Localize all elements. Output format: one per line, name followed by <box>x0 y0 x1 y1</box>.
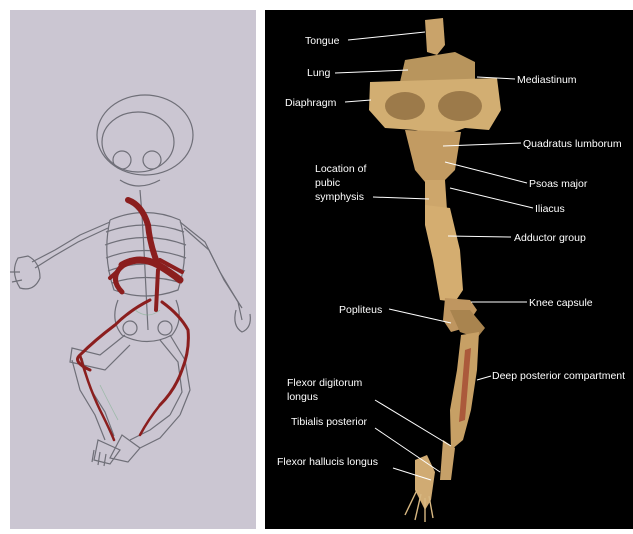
label-popliteus: Popliteus <box>339 304 382 316</box>
fetal-skeleton-figure <box>10 10 256 529</box>
label-psoas-major: Psoas major <box>529 178 588 190</box>
label-lung: Lung <box>307 67 331 79</box>
label-location-pubic-line3: symphysis <box>315 191 364 203</box>
label-deep-posterior-compartment: Deep posterior compartment <box>492 370 625 382</box>
label-tibialis-posterior: Tibialis posterior <box>291 416 368 428</box>
label-flexor-digitorum-line1: Flexor digitorum <box>287 377 363 389</box>
label-tongue: Tongue <box>305 35 340 47</box>
label-location-pubic-line1: Location of <box>315 163 366 175</box>
label-flexor-digitorum-line2: longus <box>287 391 318 403</box>
label-mediastinum: Mediastinum <box>517 74 577 86</box>
label-location-pubic-line2: pubic <box>315 177 340 189</box>
label-knee-capsule: Knee capsule <box>529 297 593 309</box>
label-flexor-hallucis-longus: Flexor hallucis longus <box>277 456 378 468</box>
label-adductor-group: Adductor group <box>514 232 586 244</box>
fetal-vascular-illustration <box>10 10 256 529</box>
label-diaphragm: Diaphragm <box>285 97 337 109</box>
specimen-figure: Tongue Lung Mediastinum Diaphragm Quadra… <box>265 10 633 529</box>
label-quadratus-lumborum: Quadratus lumborum <box>523 138 622 150</box>
label-iliacus: Iliacus <box>535 203 565 215</box>
anatomical-specimen-panel: Tongue Lung Mediastinum Diaphragm Quadra… <box>265 10 633 529</box>
